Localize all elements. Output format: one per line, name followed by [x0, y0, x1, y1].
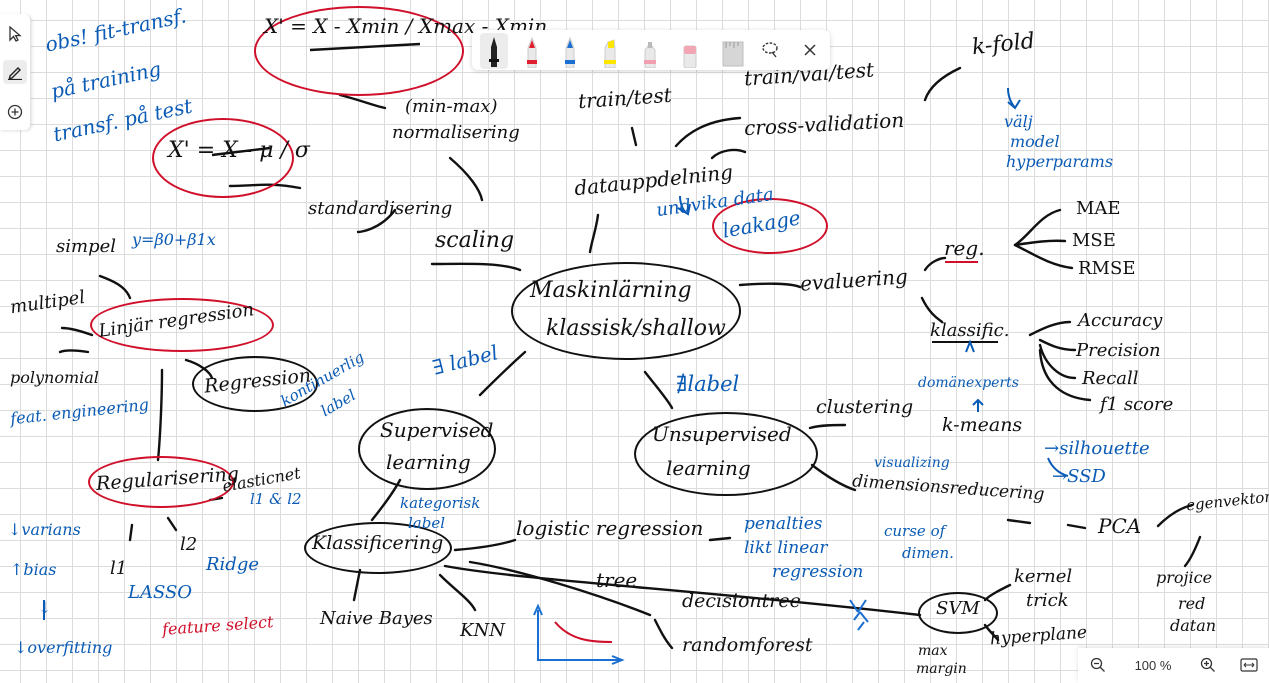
- silhouette-note: →silhouette: [1044, 438, 1150, 459]
- not-label-note: ∄label: [676, 372, 740, 396]
- penalties-note-2: likt linear: [744, 538, 828, 558]
- kfold-note-1: välj: [1004, 112, 1033, 131]
- arrow-down-note: ↓: [38, 598, 52, 617]
- precision-label: Precision: [1076, 340, 1161, 361]
- kfold-note-3: hyperparams: [1006, 152, 1114, 171]
- accuracy-label: Accuracy: [1078, 310, 1163, 331]
- std-formula-oval: [152, 118, 294, 198]
- unsupervised-oval: [634, 412, 818, 496]
- kernel-label-1: kernel: [1014, 566, 1073, 587]
- center-title: Maskinlärning: [530, 278, 692, 303]
- standardising-label: standardisering: [308, 198, 453, 219]
- std-formula: X' = X - μ / σ: [168, 138, 310, 163]
- ridge-label: Ridge: [206, 554, 260, 575]
- minmax-label: (min-max): [405, 96, 498, 117]
- projected-label-3: datan: [1170, 616, 1217, 635]
- center-subtitle: klassisk/shallow: [546, 316, 726, 341]
- l1-label: l1: [110, 558, 128, 579]
- center-oval: [511, 262, 741, 360]
- ssd-note: →SSD: [1052, 466, 1106, 487]
- unsupervised-sub: learning: [666, 456, 751, 480]
- train-test-label: train/test: [577, 82, 673, 114]
- naive-bayes-label: Naive Bayes: [320, 608, 433, 629]
- supervised-oval: [358, 408, 496, 490]
- simple-eq: y=β0+β1x: [132, 230, 216, 249]
- fit-width-icon[interactable]: [1238, 656, 1260, 674]
- penalties-note-3: regression: [772, 562, 864, 582]
- l2-label: l2: [180, 534, 198, 555]
- ruler-icon[interactable]: [720, 36, 746, 68]
- svm-label: SVM: [936, 598, 980, 619]
- bias-note: ↑bias: [10, 560, 57, 579]
- classification-label: Klassificering: [312, 532, 444, 554]
- f1-label: f1 score: [1100, 394, 1174, 415]
- overfit-note: ↓overfitting: [14, 638, 113, 657]
- l1l2-note: l1 & l2: [250, 490, 302, 508]
- pca-label: PCA: [1098, 514, 1142, 538]
- kernel-label-2: trick: [1026, 590, 1069, 611]
- linear-reg-oval: [90, 298, 274, 352]
- scaling-label: scaling: [435, 228, 515, 253]
- lasso-label: LASSO: [128, 582, 193, 603]
- zoom-bar: 100 %: [1078, 648, 1269, 683]
- normalising-label: normalisering: [392, 122, 520, 143]
- mse-label: MSE: [1072, 230, 1116, 251]
- zoom-level[interactable]: 100 %: [1134, 657, 1172, 673]
- visualising-note: visualizing: [874, 455, 950, 471]
- regularization-oval: [88, 456, 234, 508]
- add-icon[interactable]: [3, 100, 27, 124]
- projected-label-2: red: [1178, 594, 1206, 613]
- knn-label: KNN: [460, 620, 505, 641]
- svm-oval: [918, 592, 998, 634]
- clustering-label: clustering: [816, 396, 914, 418]
- zoom-in-icon[interactable]: [1198, 656, 1218, 674]
- recall-label: Recall: [1082, 368, 1139, 389]
- select-arrow-icon[interactable]: [3, 22, 27, 46]
- lasso-icon[interactable]: [758, 38, 782, 62]
- maxmargin-label-1: max: [918, 643, 948, 659]
- polynomial-label: polynomial: [10, 368, 99, 387]
- eraser-icon[interactable]: [680, 36, 700, 69]
- reg-label: reg.: [944, 236, 985, 260]
- supervised-title: Supervised: [380, 418, 494, 442]
- tool-rail: [0, 14, 31, 130]
- kmeans-label: k-means: [942, 414, 1023, 436]
- classif-label: klassific.: [930, 320, 1010, 341]
- minmax-formula-oval: [254, 6, 464, 96]
- blue-pen-icon[interactable]: [560, 36, 580, 69]
- red-pen-icon[interactable]: [522, 36, 542, 69]
- mae-label: MAE: [1076, 198, 1121, 219]
- regression-oval: [192, 356, 318, 412]
- logistic-label: logistic regression: [516, 516, 704, 540]
- pen-icon[interactable]: [3, 60, 27, 84]
- maxmargin-label-2: margin: [916, 661, 967, 677]
- leakage-oval: [712, 198, 828, 254]
- rmse-label: RMSE: [1078, 258, 1136, 279]
- decisiontree-label: decisiontree: [682, 590, 801, 612]
- penalties-note-1: penalties: [744, 514, 823, 534]
- supervised-sub: learning: [386, 450, 471, 474]
- pen-toolbar: [472, 30, 830, 70]
- black-pen-icon[interactable]: [480, 33, 508, 69]
- unsupervised-title: Unsupervised: [652, 422, 792, 446]
- pink-highlighter-icon[interactable]: [640, 36, 660, 69]
- categorical-note-1: kategorisk: [400, 494, 481, 512]
- randomforest-label: randomforest: [682, 634, 813, 656]
- simple-label: simpel: [56, 236, 116, 257]
- zoom-out-icon[interactable]: [1088, 656, 1108, 674]
- variance-note: ↓varians: [8, 520, 81, 539]
- curse-note-1: curse of: [884, 522, 946, 540]
- close-icon[interactable]: [798, 38, 822, 62]
- classification-oval: [304, 522, 452, 574]
- tree-label: tree: [596, 568, 638, 592]
- categorical-note-2: label: [408, 514, 446, 532]
- domain-experts-note: domänexperts: [918, 375, 1019, 391]
- yellow-highlighter-icon[interactable]: [600, 36, 620, 69]
- curse-note-2: dimen.: [902, 544, 954, 562]
- kfold-note-2: model: [1010, 132, 1060, 151]
- projected-label-1: projice: [1156, 568, 1213, 587]
